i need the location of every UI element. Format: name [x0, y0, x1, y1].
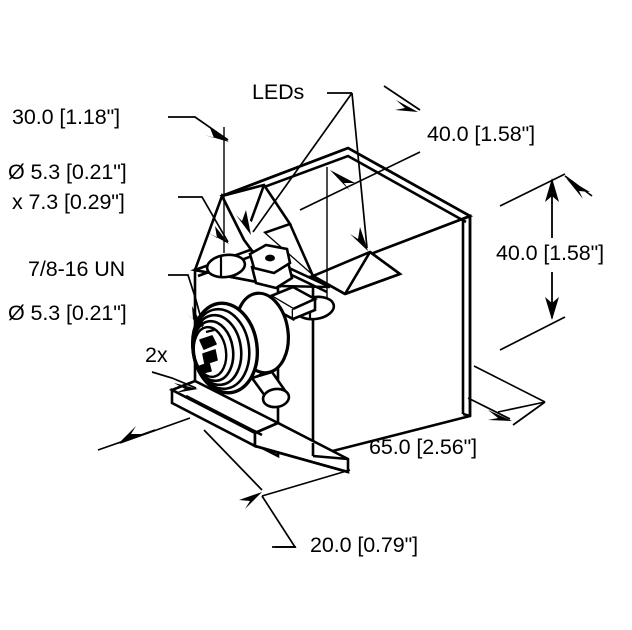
connector-nub-hole: [261, 387, 291, 409]
dim-65-line-a: [473, 365, 546, 403]
arrowhead-leds-right: [350, 227, 368, 251]
connector-pin-2: [202, 349, 218, 365]
mounting-slot-left: [205, 253, 247, 279]
connector-keyway: [205, 328, 215, 334]
dim-40top-arrow-leader: [383, 85, 421, 111]
dim-65-leader: [512, 401, 546, 426]
arrowhead-dim-30: [205, 128, 229, 142]
arrowhead-dim-40side-up: [545, 178, 559, 202]
dim-20-arrow-leader: [203, 429, 263, 491]
arrowhead-dim-40top: [395, 100, 418, 112]
led-facet-1: [288, 223, 315, 277]
dim-label-body-length: 65.0 [2.56"]: [369, 435, 478, 459]
foot-inner-lip: [185, 394, 263, 437]
dim-label-body-height: 40.0 [1.58"]: [496, 241, 605, 265]
arrowhead-leds-left: [236, 210, 251, 235]
dim-20-ext-right: [261, 469, 351, 497]
dim-40side-ext-bot: [499, 316, 566, 351]
callout-label-leds: LEDs: [252, 80, 305, 104]
dim-20-line: [119, 417, 191, 444]
led-facet-4: [343, 251, 372, 295]
dim-label-width-top: 30.0 [1.18"]: [12, 105, 121, 129]
dim-hole-leader: [151, 371, 197, 389]
square-recess-side2: [292, 296, 317, 321]
dim-40side-ext-top: [499, 173, 566, 207]
arrowhead-dim-20-left: [118, 426, 142, 444]
foot-right-step: [312, 454, 349, 461]
dimension-annotations: [97, 85, 593, 548]
dim-40top-line: [299, 151, 421, 211]
arrowhead-dim-40side-leader: [566, 178, 590, 199]
led-facet-2: [312, 274, 346, 296]
connector-pin-3: [199, 362, 212, 374]
dim-20-leader: [261, 495, 297, 548]
body-top-rim-front: [221, 146, 471, 218]
led-facet-5: [344, 272, 401, 296]
led-facet-3: [369, 250, 401, 276]
foot-front-face: [253, 421, 350, 474]
arrowhead-dim-hole: [174, 383, 198, 393]
mounting-foot: [168, 379, 350, 474]
dim-label-slot-length: x 7.3 [0.29"]: [12, 190, 125, 214]
dim-65-arrow-leader2: [467, 397, 511, 420]
dim-leds-branch-b: [351, 92, 368, 249]
arrowhead-dim-slot: [209, 226, 229, 244]
arrowhead-dim-thread: [186, 306, 204, 329]
body-right-edge-bot-cap: [462, 412, 471, 418]
dim-label-hole-diameter: Ø 5.3 [0.21"]: [8, 301, 127, 325]
arrowhead-dim-40top-inner: [330, 170, 355, 191]
round-connector: [190, 291, 291, 409]
dim-label-base-width: 20.0 [0.79"]: [310, 533, 419, 557]
arrowhead-dim-65: [488, 410, 512, 421]
dim-leds-branch-a: [252, 92, 353, 233]
dim-label-connector-thread: 7/8-16 UN: [28, 257, 126, 281]
connector-pin-1: [199, 335, 217, 350]
dim-thread-leader: [168, 274, 204, 327]
arrowhead-dim-40side-down: [545, 297, 559, 320]
body-top-rim-back: [228, 154, 467, 224]
arrowhead-dim-20-right: [239, 492, 262, 509]
dim-label-hole-quantity: 2x: [145, 343, 168, 367]
dim-30-leader: [168, 116, 229, 141]
dim-slot-leader: [178, 196, 229, 243]
hex-boss-center-hole: [265, 254, 275, 262]
dim-label-slot-diameter: Ø 5.3 [0.21"]: [8, 160, 127, 184]
foot-base-bottom: [254, 444, 349, 474]
dim-65-line-b: [497, 401, 546, 413]
dim-label-body-depth: 40.0 [1.58"]: [427, 122, 536, 146]
dimension-arrowheads: [118, 100, 590, 509]
